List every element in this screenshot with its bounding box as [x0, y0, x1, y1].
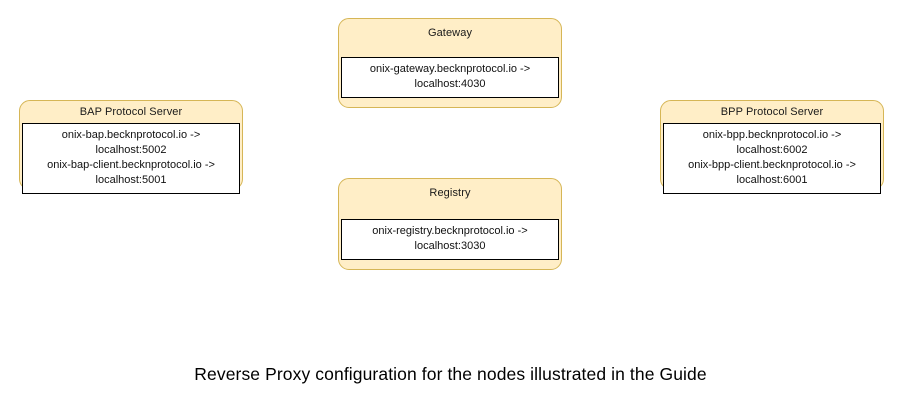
node-bpp-foot [661, 194, 883, 203]
node-gateway-title: Gateway [427, 27, 473, 39]
node-registry-line-2: localhost:3030 [414, 240, 486, 252]
node-gateway[interactable]: Gateway onix-gateway.becknprotocol.io ->… [338, 18, 562, 108]
node-registry-foot [339, 260, 561, 269]
node-bpp-line-4: localhost:6001 [736, 174, 808, 186]
node-bap-line-2: localhost:5002 [95, 144, 167, 156]
node-gateway-spacer [339, 44, 561, 57]
node-bpp-line-2: localhost:6002 [736, 144, 808, 156]
node-registry-spacer [339, 204, 561, 219]
node-gateway-foot [339, 98, 561, 107]
node-registry-title: Registry [429, 187, 471, 199]
node-bpp-protocol-server[interactable]: BPP Protocol Server onix-bpp.becknprotoc… [660, 100, 884, 194]
node-gateway-body: onix-gateway.becknprotocol.io -> localho… [341, 57, 559, 98]
node-bap-body: onix-bap.becknprotocol.io -> localhost:5… [22, 123, 240, 194]
node-registry-line-1: onix-registry.becknprotocol.io -> [372, 225, 528, 237]
node-bap-line-4: localhost:5001 [95, 174, 167, 186]
node-gateway-line-1: onix-gateway.becknprotocol.io -> [369, 63, 531, 75]
node-bpp-line-1: onix-bpp.becknprotocol.io -> [702, 129, 842, 141]
node-bap-line-1: onix-bap.becknprotocol.io -> [61, 129, 201, 141]
node-bap-foot [20, 194, 242, 203]
node-registry[interactable]: Registry onix-registry.becknprotocol.io … [338, 178, 562, 270]
node-bpp-title: BPP Protocol Server [720, 106, 824, 118]
node-bpp-body: onix-bpp.becknprotocol.io -> localhost:6… [663, 123, 881, 194]
node-bap-protocol-server[interactable]: BAP Protocol Server onix-bap.becknprotoc… [19, 100, 243, 194]
node-bap-line-3: onix-bap-client.becknprotocol.io -> [47, 159, 215, 171]
node-registry-body: onix-registry.becknprotocol.io -> localh… [341, 219, 559, 260]
node-bpp-line-3: onix-bpp-client.becknprotocol.io -> [688, 159, 856, 171]
node-gateway-line-2: localhost:4030 [414, 78, 486, 90]
node-bap-title: BAP Protocol Server [79, 106, 183, 118]
diagram-caption: Reverse Proxy configuration for the node… [194, 364, 707, 384]
